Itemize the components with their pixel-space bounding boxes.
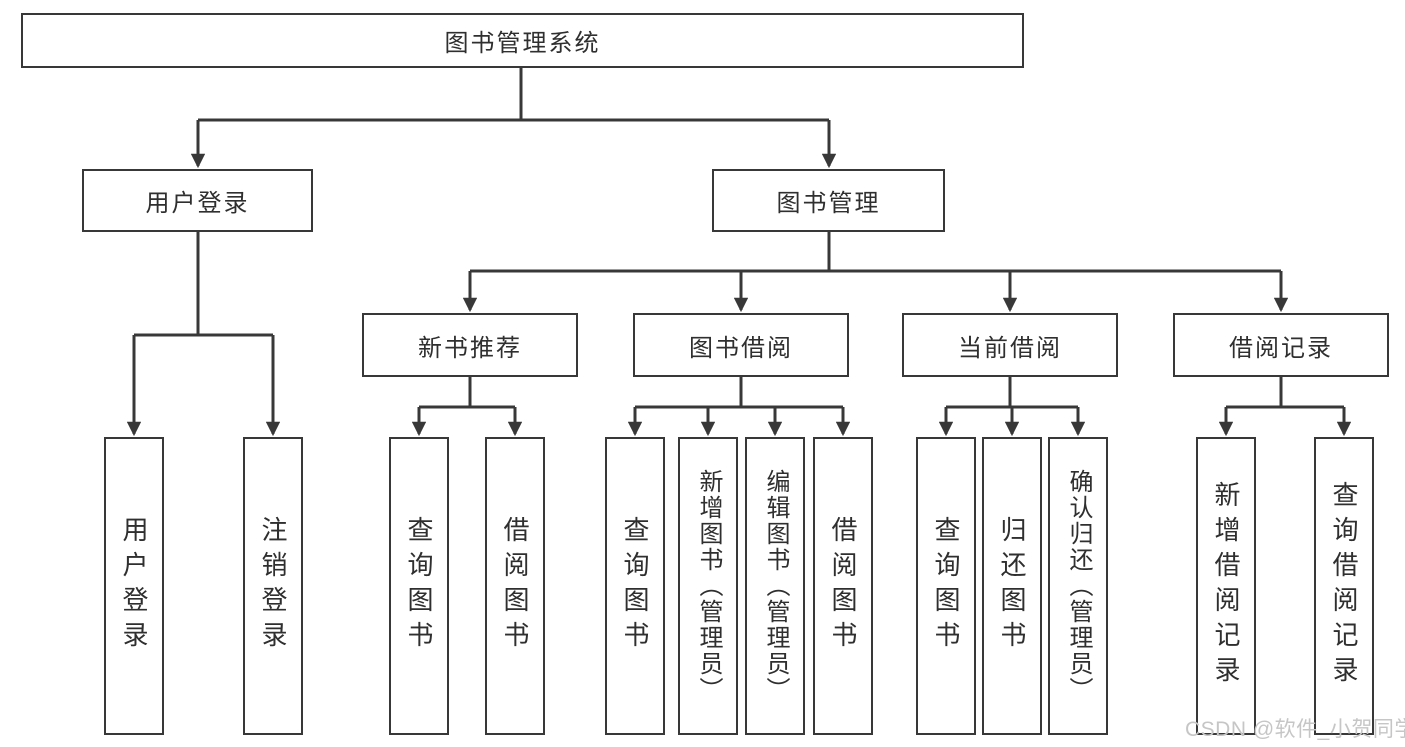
node-leaf-query-books-current: 查询图书 xyxy=(916,437,976,735)
node-user-login: 用户登录 xyxy=(82,169,313,232)
node-label: 图书管理系统 xyxy=(444,30,601,57)
node-label: 图书管理 xyxy=(776,190,881,217)
leaf-label: 确认归还（管理员） xyxy=(1065,469,1092,703)
csdn-watermark: CSDN @软件_小贺同学 xyxy=(1185,718,1405,741)
node-leaf-logout: 注销登录 xyxy=(243,437,303,735)
node-book-borrow: 图书借阅 xyxy=(633,313,849,377)
node-leaf-borrow-books-recommend: 借阅图书 xyxy=(485,437,545,735)
node-label: 借阅记录 xyxy=(1229,334,1333,362)
leaf-label: 查询图书 xyxy=(931,516,961,656)
node-new-book-recommend: 新书推荐 xyxy=(362,313,578,377)
node-label: 当前借阅 xyxy=(958,334,1062,362)
node-label: 用户登录 xyxy=(145,190,250,217)
leaf-label: 用户登录 xyxy=(119,516,149,656)
leaf-label: 归还图书 xyxy=(997,516,1027,656)
node-borrow-records: 借阅记录 xyxy=(1173,313,1389,377)
leaf-label: 新增图书（管理员） xyxy=(695,469,722,703)
leaf-label: 借阅图书 xyxy=(500,516,530,656)
node-leaf-borrow-books: 借阅图书 xyxy=(813,437,873,735)
leaf-label: 注销登录 xyxy=(258,516,288,656)
node-leaf-confirm-return-admin: 确认归还（管理员） xyxy=(1048,437,1108,735)
node-leaf-add-borrow-record: 新增借阅记录 xyxy=(1196,437,1256,735)
node-book-management: 图书管理 xyxy=(712,169,945,232)
node-current-borrow: 当前借阅 xyxy=(902,313,1118,377)
node-library-management-system: 图书管理系统 xyxy=(21,13,1024,68)
leaf-label: 查询图书 xyxy=(620,516,650,656)
node-leaf-return-books: 归还图书 xyxy=(982,437,1042,735)
leaf-label: 借阅图书 xyxy=(828,516,858,656)
node-leaf-query-books-borrow: 查询图书 xyxy=(605,437,665,735)
node-leaf-query-books-recommend: 查询图书 xyxy=(389,437,449,735)
node-leaf-add-books-admin: 新增图书（管理员） xyxy=(678,437,738,735)
node-leaf-edit-books-admin: 编辑图书（管理员） xyxy=(745,437,805,735)
leaf-label: 查询借阅记录 xyxy=(1329,481,1359,691)
leaf-label: 查询图书 xyxy=(404,516,434,656)
node-label: 图书借阅 xyxy=(689,334,793,362)
node-leaf-user-login: 用户登录 xyxy=(104,437,164,735)
node-label: 新书推荐 xyxy=(418,334,522,362)
node-leaf-query-borrow-record: 查询借阅记录 xyxy=(1314,437,1374,735)
leaf-label: 新增借阅记录 xyxy=(1211,481,1241,691)
leaf-label: 编辑图书（管理员） xyxy=(762,469,789,703)
